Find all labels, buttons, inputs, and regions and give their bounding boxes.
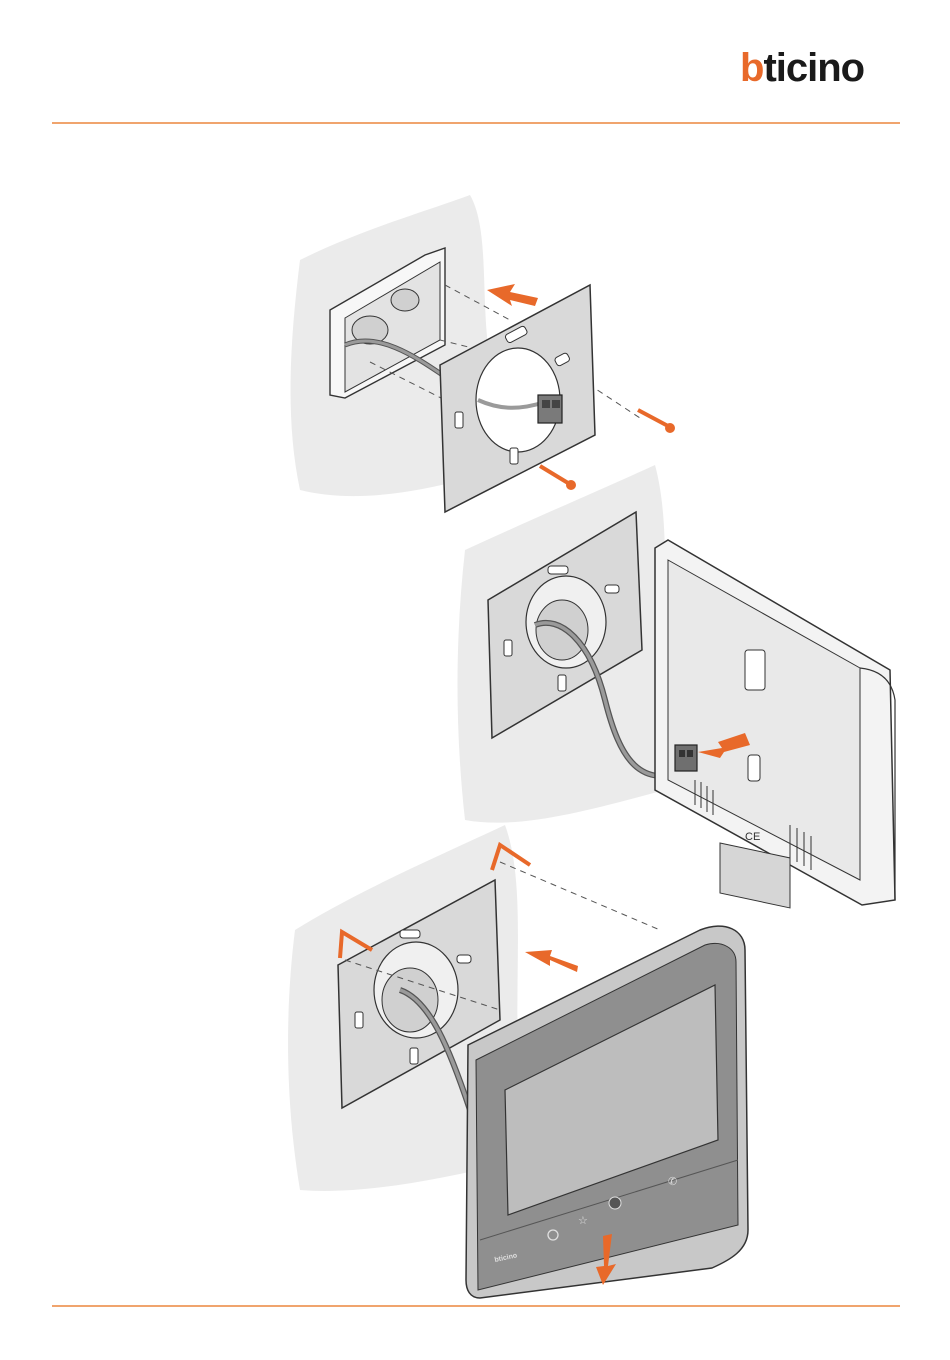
star-icon: ☆ <box>578 1214 588 1227</box>
screw-right <box>638 410 675 433</box>
ce-mark: CE <box>745 831 760 843</box>
screw-bottom <box>540 466 576 490</box>
device-rear-view: CE <box>655 540 895 908</box>
step-2-connect: CE <box>458 465 896 908</box>
phone-icon: ✆ <box>668 1175 677 1188</box>
arrow-toward-box <box>487 284 538 306</box>
camera-icon <box>609 1197 621 1209</box>
arrow-toward-plate <box>525 950 578 972</box>
bottom-rule <box>52 1305 900 1307</box>
step-1-fix-plate <box>291 195 675 512</box>
step-3-hook-device: bticino ☆ ✆ <box>288 825 748 1298</box>
